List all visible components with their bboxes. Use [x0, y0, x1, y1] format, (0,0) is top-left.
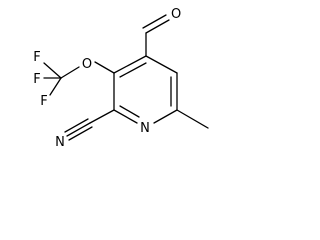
atom-oxygen-aldehyde: O	[171, 7, 181, 22]
chemical-structure: O O F F F N N	[33, 7, 209, 150]
bond-cho-o	[145, 19, 170, 34]
bond-cn-triple-2	[64, 118, 89, 133]
bond-c2-cn	[89, 109, 115, 124]
bond-cf3-f2	[43, 62, 62, 79]
bond-c3-o	[94, 61, 115, 74]
bond-cn-triple-1	[66, 122, 91, 137]
atom-oxygen-ether: O	[82, 57, 92, 72]
bond-c3-c4-inner	[119, 62, 147, 78]
bond-n-c2-inner	[119, 105, 140, 118]
atom-nitrogen-ring: N	[140, 121, 150, 136]
atom-fluorine-2: F	[33, 50, 40, 65]
bond-cho-o-double	[142, 14, 167, 29]
atom-fluorine-1: F	[33, 72, 40, 87]
bond-o-cf3	[60, 66, 80, 79]
bond-c4-c5	[145, 55, 178, 74]
bond-cn-triple-3	[68, 126, 93, 141]
bond-c6-n	[153, 109, 178, 124]
bond-c3-c4	[113, 55, 147, 74]
bond-n-c2	[113, 109, 138, 124]
bond-c6-methyl	[176, 109, 209, 129]
bond-cf3-f3	[49, 77, 62, 96]
atom-nitrogen-nitrile: N	[55, 135, 65, 150]
atom-fluorine-3: F	[40, 94, 47, 109]
